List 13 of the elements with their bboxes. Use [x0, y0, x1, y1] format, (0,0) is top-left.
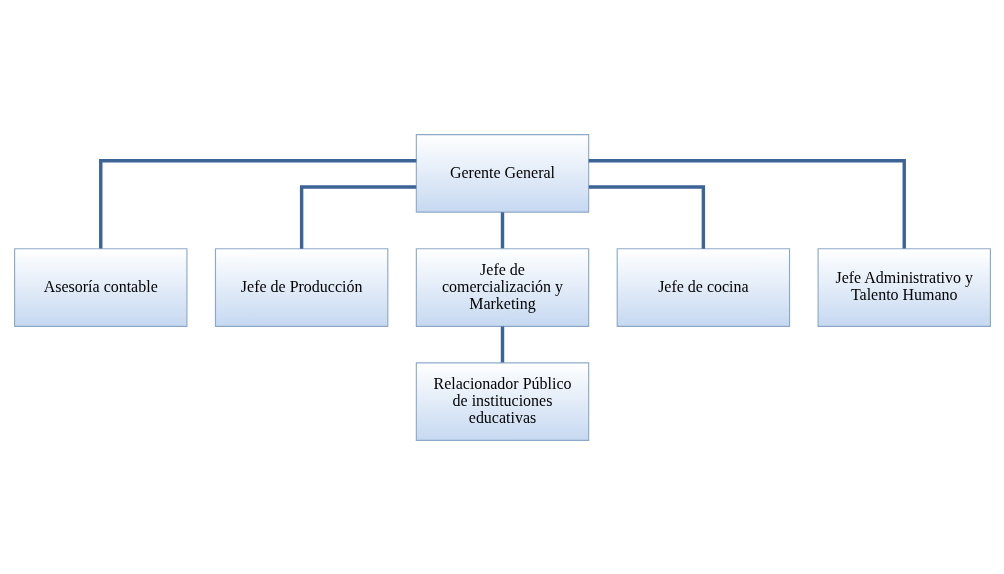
connector — [500, 211, 504, 248]
node-box: Jefe de comercialización y Marketing — [415, 247, 589, 327]
node-box: Jefe de Producción — [214, 247, 388, 327]
connector — [588, 184, 705, 249]
connector — [588, 158, 906, 248]
node-box: Gerente General — [415, 133, 589, 213]
connector — [299, 184, 416, 249]
connector — [98, 158, 416, 248]
node-box: Jefe de cocina — [616, 247, 790, 327]
node-box: Asesoría contable — [13, 247, 187, 327]
node-box: Relacionador Público de instituciones educativas — [415, 361, 589, 441]
connector — [500, 325, 504, 362]
node-box: Jefe Administrativo y Talento Humano — [817, 247, 991, 327]
